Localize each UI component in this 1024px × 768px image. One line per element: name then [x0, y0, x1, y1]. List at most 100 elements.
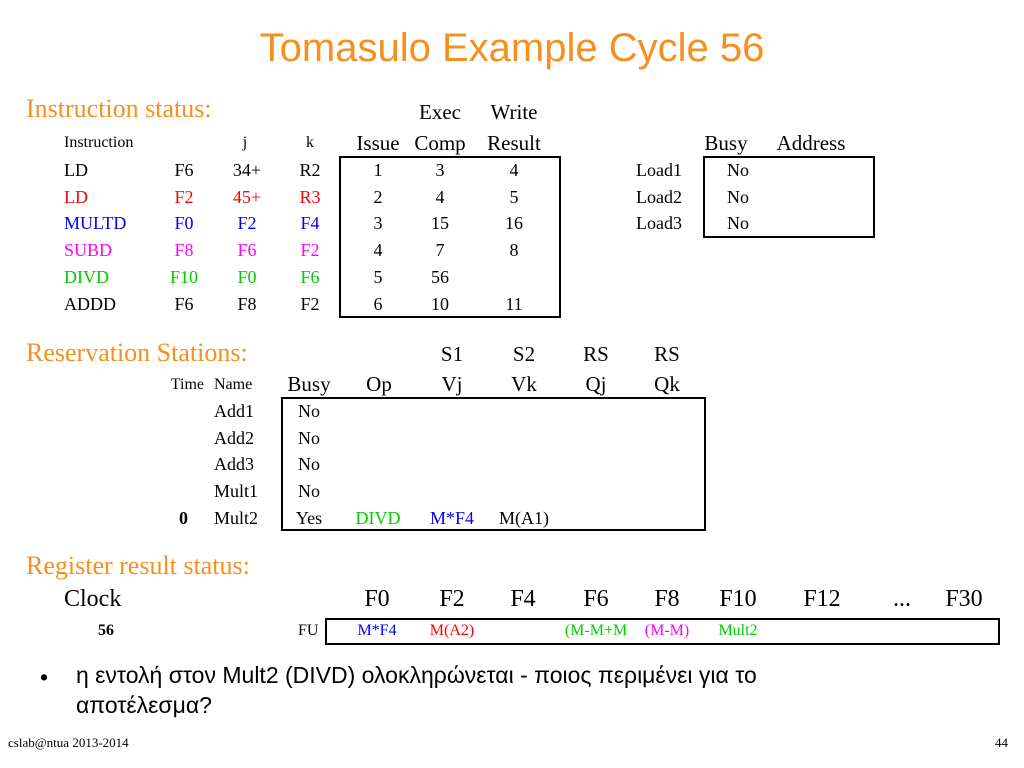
instr-op: SUBD [64, 240, 113, 261]
s2-header: S2 [512, 342, 536, 366]
instr-op: LD [64, 160, 88, 180]
rs-busy: No [298, 401, 320, 421]
slide-title: Tomasulo Example Cycle 56 [259, 26, 765, 70]
instr-j: 34+ [232, 160, 262, 180]
register-fu: (M-M+M [564, 622, 628, 639]
bullet-text-line1: η εντολή στον Mult2 (DIVD) ολοκληρώνεται… [76, 662, 757, 688]
instr-issue: 4 [373, 240, 383, 261]
instr-issue: 3 [373, 213, 383, 234]
rs-name-header: Name [214, 376, 253, 393]
instr-dst: F0 [174, 213, 194, 234]
rs-name: Add1 [214, 401, 254, 421]
register-name: F6 [583, 586, 609, 612]
register-name: F0 [364, 586, 390, 612]
instr-result: 16 [505, 213, 523, 234]
rs-busy: No [298, 454, 320, 475]
instr-op: LD [64, 186, 88, 207]
rs-qk-header: Qk [654, 372, 680, 396]
instr-k: F4 [300, 213, 320, 234]
register-fu: M*F4 [357, 622, 397, 639]
instr-j: F6 [237, 240, 257, 261]
instr-j: F2 [237, 213, 257, 234]
instr-k: F2 [300, 293, 320, 314]
register-fu: Mult2 [718, 622, 758, 639]
register-status-heading: Register result status: [26, 551, 250, 580]
rs-vj-header: Vj [441, 372, 463, 396]
rs-name: Add3 [214, 454, 254, 475]
rs-busy: No [298, 481, 320, 502]
instr-comp: 3 [435, 160, 445, 180]
rs-vk: M(A1) [499, 507, 549, 528]
instr-dst: F6 [174, 293, 194, 314]
rs-busy-header: Busy [287, 372, 331, 396]
instr-k: R2 [299, 160, 321, 180]
instr-result: 4 [509, 160, 519, 180]
footer-left: cslab@ntua 2013-2014 [8, 735, 129, 750]
instruction-header: Instruction [64, 134, 134, 151]
load-buffers-box [703, 156, 875, 238]
instr-issue: 1 [373, 160, 383, 180]
instr-j: F0 [237, 266, 257, 287]
load-busy-header: Busy [704, 131, 748, 155]
rs2-header: RS [654, 342, 680, 366]
bullet-text-line2: αποτέλεσμα? [76, 692, 212, 718]
instr-issue: 5 [373, 266, 383, 287]
rs-name: Mult1 [214, 481, 259, 502]
register-name: F12 [803, 586, 841, 612]
fu-label: FU [298, 622, 319, 639]
instr-comp: 15 [431, 213, 449, 234]
rs-vj: M*F4 [429, 507, 474, 528]
rs-busy: No [298, 427, 320, 448]
load-busy: No [727, 186, 749, 207]
instr-dst: F8 [174, 240, 194, 261]
rs-vk-header: Vk [511, 372, 537, 396]
reservation-stations-heading: Reservation Stations: [26, 338, 248, 367]
comp-header: Comp [414, 131, 466, 155]
register-fu: (M-M) [644, 622, 690, 639]
instr-comp: 10 [431, 293, 449, 314]
instr-k: R3 [299, 186, 321, 207]
instr-op: MULTD [64, 213, 127, 234]
instr-op: ADDD [64, 293, 116, 314]
instr-issue: 2 [373, 186, 383, 207]
exec-header: Exec [419, 100, 461, 124]
s1-header: S1 [440, 342, 464, 366]
load-busy: No [727, 160, 749, 180]
load-busy: No [727, 213, 749, 234]
clock-label: Clock [64, 586, 122, 612]
result-header: Result [487, 131, 541, 155]
load-name: Load3 [636, 213, 682, 234]
rs-time-header: Time [170, 376, 204, 393]
register-name: ... [893, 586, 911, 612]
instr-j: F8 [237, 293, 257, 314]
instr-dst: F10 [169, 266, 198, 287]
clock-value: 56 [98, 622, 114, 639]
register-status-box [325, 618, 1000, 645]
instr-comp: 4 [435, 186, 445, 207]
rs-name: Mult2 [214, 507, 259, 528]
instr-k: F6 [300, 266, 320, 287]
issue-header: Issue [356, 131, 400, 155]
register-name: F4 [510, 586, 536, 612]
register-name: F2 [439, 586, 465, 612]
instr-issue: 6 [373, 293, 383, 314]
bullet-symbol: • [40, 664, 49, 690]
instr-comp: 56 [431, 266, 449, 287]
register-name: F8 [654, 586, 680, 612]
instr-j: 45+ [232, 186, 262, 207]
rs1-header: RS [583, 342, 609, 366]
register-fu: M(A2) [429, 622, 475, 639]
write-header: Write [490, 100, 538, 124]
instruction-status-heading: Instruction status: [26, 94, 212, 123]
j-header: j [242, 134, 248, 151]
instr-result: 11 [505, 293, 523, 314]
register-name: F10 [719, 586, 757, 612]
rs-qj-header: Qj [585, 372, 607, 396]
footer-page-number: 44 [995, 735, 1008, 750]
instr-op: DIVD [64, 266, 109, 287]
instr-comp: 7 [435, 240, 445, 261]
register-name: F30 [945, 586, 983, 612]
rs-time: 0 [179, 507, 188, 528]
rs-busy: Yes [295, 507, 323, 528]
instr-dst: F2 [174, 186, 194, 207]
